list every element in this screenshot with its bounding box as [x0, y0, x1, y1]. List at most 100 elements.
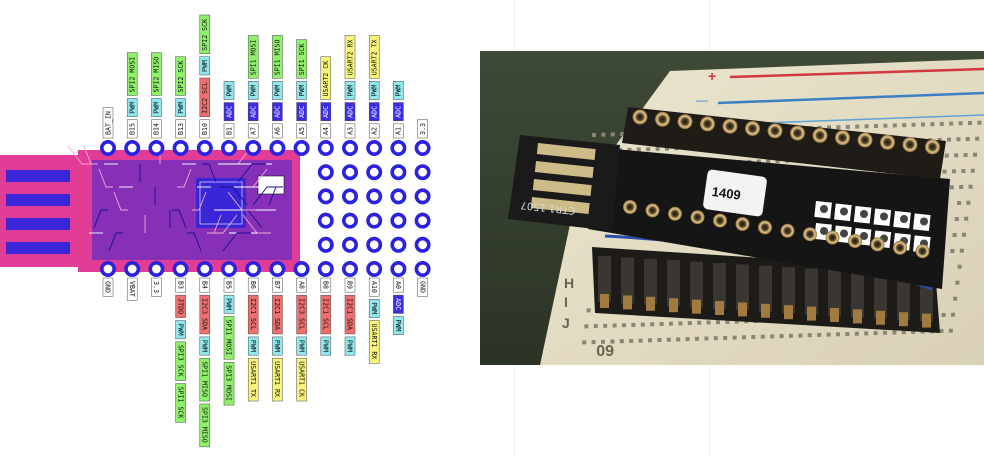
pin-tag-text: B7 [273, 281, 281, 289]
pcb-trace-41 [268, 186, 283, 206]
bb-hole [676, 337, 681, 342]
pin-tag-text: USART2 CK [322, 61, 330, 97]
pin-pad-11-4 [366, 236, 383, 253]
socket-pin-lead [761, 303, 770, 318]
pin-pad-2-0 [148, 140, 165, 157]
pin-tag-box [272, 357, 283, 402]
bb-hole [685, 337, 690, 342]
board-hole [848, 234, 862, 248]
pin-label-b9-1: I2C1 SDA [344, 294, 356, 335]
pin-tag-box [272, 102, 283, 122]
socket-pin [897, 274, 910, 321]
pin-tag-text: GND [104, 281, 112, 293]
bb-hole [798, 333, 803, 338]
pin-label-a10-1: PWM [368, 299, 380, 318]
socket-hole [632, 109, 648, 125]
pin-tag-box [296, 277, 307, 293]
pin-label-a10-0: A10 [368, 277, 380, 297]
bb-hole [883, 330, 887, 335]
pin-tag-text: A4 [322, 127, 330, 135]
pin-tag-box [296, 102, 307, 122]
pin-tag-text: BAT_IN [104, 111, 112, 135]
rail-plus-label: + [708, 68, 716, 84]
pcb-trace-21 [98, 168, 113, 188]
pin-label-a3-3: USART2 RX [344, 35, 356, 79]
pin-label-b14-2: SPI2 MISO [151, 52, 162, 96]
pin-tag-box [247, 294, 259, 335]
pin-label-a4-1: ADC [320, 102, 332, 122]
socket-hole [655, 111, 670, 127]
pin-tag-box [272, 277, 283, 293]
pin-tag-box [368, 102, 380, 122]
bb-hole [742, 335, 746, 340]
pin-tag-text: I2C1 SDA [273, 298, 281, 330]
pin-label-a8-2: PWM [296, 336, 307, 356]
row-label-j: J [562, 315, 570, 331]
pin-tag-text: B13 [177, 123, 185, 135]
bb-hole [817, 332, 822, 337]
pin-tag-text: I2C1 SCL [249, 298, 257, 330]
pin-tag-text: SPI1 MOSI [250, 40, 258, 76]
pin-tag-text: PWM [346, 340, 354, 352]
white-pad-hole [840, 207, 848, 216]
bb-hole [775, 159, 780, 163]
bb-hole [665, 146, 669, 151]
pin-pad-6-0 [245, 140, 262, 157]
usb-contact-trace-3 [6, 242, 70, 254]
pcb-trace-36 [83, 145, 98, 165]
pin-tag-text: PWM [129, 102, 137, 114]
bb-hole [655, 146, 660, 151]
pin-tag-text: A5 [298, 127, 306, 135]
pin-tag-box [126, 277, 138, 301]
socket-pin [805, 268, 818, 315]
pin-label-b7-2: PWM [272, 336, 283, 356]
pin-label-b3-4: SPI1 SCK [175, 383, 186, 423]
pin-label-a0-0: A0 [393, 277, 404, 293]
chip-label: 1409 [711, 184, 742, 203]
bb-hole [592, 133, 596, 137]
board-hole [915, 244, 930, 259]
pin-label-a0-1: ADC [393, 294, 404, 314]
bb-hole [678, 321, 683, 326]
bb-hole [955, 280, 960, 285]
pin-tag-box [393, 123, 404, 139]
pin-tag-box [199, 294, 211, 335]
bb-hole [968, 184, 973, 189]
pin-label-3-3-0: 3.3 [151, 277, 162, 297]
pin-pad-10-0 [341, 140, 358, 157]
pin-tag-box [223, 294, 235, 314]
bb-hole [966, 200, 971, 205]
bb-hole [593, 324, 598, 329]
socket-hole [790, 125, 805, 141]
pin-tag-box [223, 362, 235, 406]
pin-pad-13-3 [414, 212, 431, 229]
pin-label-a2-1: ADC [368, 102, 380, 122]
pin-tag-box [247, 336, 259, 356]
socket-pin [713, 263, 726, 309]
white-pad-hole [920, 217, 928, 226]
pin-tag-box [320, 294, 332, 335]
board-hole [668, 206, 682, 221]
pin-tag-text: PWM [201, 340, 209, 352]
pin-tag-box [175, 277, 186, 293]
bb-hole [939, 329, 944, 333]
pin-tag-box [296, 39, 307, 79]
socket-pin-lead [807, 306, 816, 321]
pin-tag-text: PWM [250, 85, 258, 97]
pin-pad-9-2 [317, 188, 334, 205]
pin-tag-text: PWM [370, 302, 378, 314]
bb-hole [942, 169, 947, 174]
pin-label-a2-2: PWM [368, 81, 380, 100]
bb-hole [855, 124, 860, 129]
pin-label-b1-2: PWM [223, 81, 235, 100]
socket-hole [812, 127, 828, 143]
pin-label-b4-4: SPI3 MISO [199, 403, 211, 448]
pin-pad-9-5 [317, 260, 334, 277]
pin-label-b4-0: B4 [199, 277, 211, 293]
pin-tag-box [126, 119, 138, 139]
bb-hole [695, 336, 699, 341]
bb-hole [950, 249, 955, 253]
pin-pad-9-4 [317, 236, 334, 253]
column-number: 60 [596, 341, 614, 358]
pin-label-b10-2: PWM [199, 56, 211, 76]
